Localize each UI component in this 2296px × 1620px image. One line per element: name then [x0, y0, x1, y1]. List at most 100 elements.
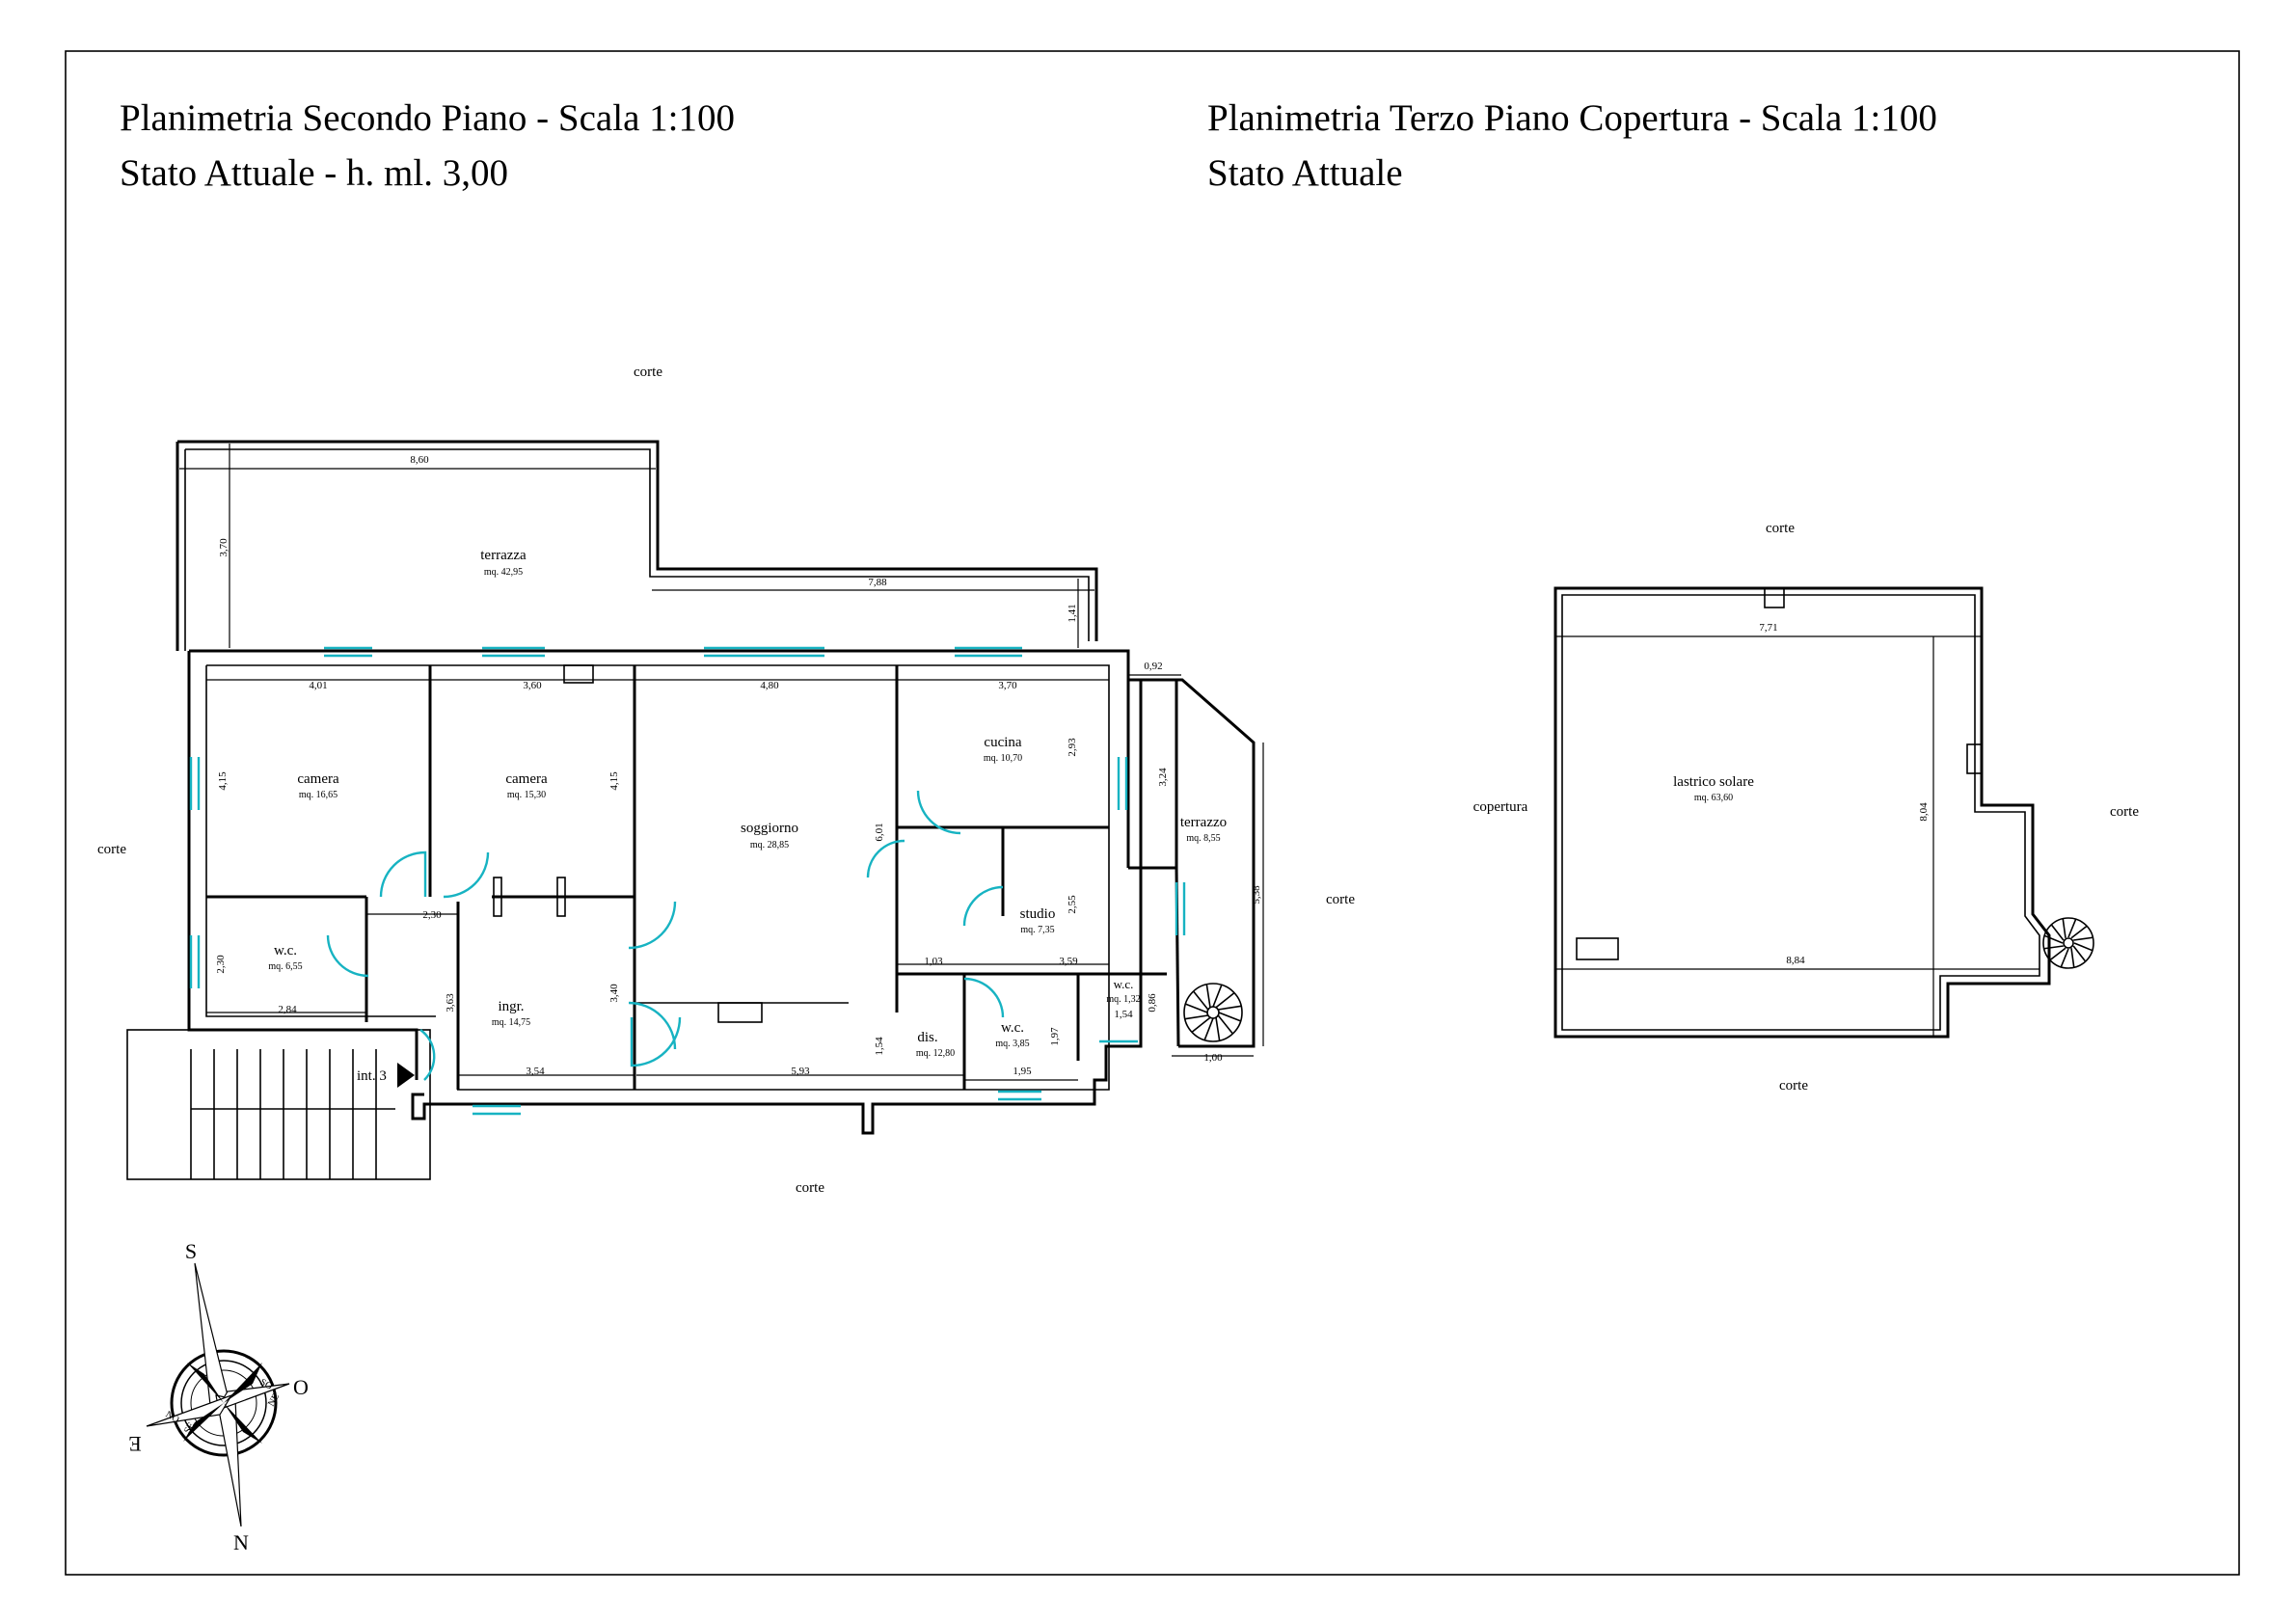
dim-363: 3,63: [445, 993, 456, 1012]
dim-804: 8,04: [1918, 802, 1930, 822]
dim-593: 5,93: [791, 1066, 810, 1077]
dim-255: 2,55: [1067, 895, 1078, 914]
dim-370: 3,70: [218, 538, 230, 557]
entrance-arrow-icon: [397, 1063, 415, 1088]
label-corte-bottom: corte: [796, 1180, 824, 1196]
room-wc2-area: mq. 3,85: [995, 1039, 1029, 1049]
roof-hatch: [1576, 937, 1619, 960]
dim-154b: 1,54: [1114, 1009, 1133, 1020]
room-terrazzo-name: terrazzo: [1180, 815, 1227, 830]
room-camera1-area: mq. 16,65: [299, 790, 338, 800]
sheet-frame: [65, 50, 2240, 1576]
dim-103: 1,03: [924, 956, 943, 967]
room-lastrico-name: lastrico solare: [1673, 774, 1754, 790]
spiral-step: [2070, 925, 2088, 939]
label-copertura: copertura: [1473, 799, 1528, 815]
dim-415b: 4,15: [608, 771, 620, 791]
dim-324: 3,24: [1157, 768, 1169, 787]
room-ingr-name: ingr.: [498, 999, 524, 1014]
spiral-step: [1217, 1014, 1234, 1035]
spiral-step: [1218, 1012, 1241, 1022]
dim-230b: 2,30: [422, 909, 442, 921]
room-camera2-name: camera: [505, 771, 548, 787]
compass-ne: NE: [266, 1391, 282, 1408]
subtitle-second-floor: Stato Attuale - h. ml. 3,00: [120, 152, 508, 194]
spiral-step: [2073, 942, 2093, 952]
dim-141: 1,41: [1067, 604, 1078, 622]
compass-o: O: [293, 1375, 309, 1399]
dim-197: 1,97: [1049, 1027, 1061, 1046]
spiral-step: [2060, 948, 2069, 968]
dim-293: 2,93: [1067, 738, 1078, 757]
room-studio-name: studio: [1020, 906, 1056, 922]
dim-771: 7,71: [1759, 622, 1777, 634]
dim-538: 5,38: [1251, 885, 1262, 904]
spiral-step: [2043, 945, 2064, 950]
title-second-floor: Planimetria Secondo Piano - Scala 1:100: [120, 97, 735, 139]
room-wc3-area: mq. 1,32: [1106, 994, 1140, 1005]
room-camera2-area: mq. 15,30: [507, 790, 546, 800]
third-floor-labels: corte corte corte copertura lastrico sol…: [1473, 521, 2140, 1094]
room-dis-name: dis.: [917, 1030, 937, 1045]
room-wc1-name: w.c.: [274, 943, 297, 958]
dim-401: 4,01: [309, 680, 327, 691]
dim-340: 3,40: [608, 984, 620, 1003]
dim-601: 6,01: [874, 823, 885, 841]
third-floor-plan: [1553, 586, 2094, 1039]
spiral-step: [2062, 918, 2066, 938]
spiral-step: [1185, 1003, 1208, 1013]
title-third-floor: Planimetria Terzo Piano Copertura - Scal…: [1207, 97, 1937, 139]
spiral-step: [1218, 1005, 1242, 1011]
dim-359: 3,59: [1059, 956, 1078, 967]
spiral-step: [2073, 936, 2093, 941]
spiral-step: [2043, 934, 2064, 944]
spiral-step: [1215, 1017, 1221, 1041]
room-ingr-area: mq. 14,75: [492, 1017, 530, 1028]
compass-n: N: [233, 1530, 249, 1554]
label-corte-top: corte: [634, 364, 662, 380]
dim-354: 3,54: [526, 1066, 545, 1077]
dim-884: 8,84: [1786, 955, 1805, 966]
dim-370b: 3,70: [998, 680, 1017, 691]
dim-092: 0,92: [1144, 661, 1162, 672]
room-cucina-name: cucina: [984, 735, 1021, 750]
spiral-step: [1192, 990, 1209, 1011]
label-int: int. 3: [357, 1068, 387, 1084]
dim-230a: 2,30: [215, 955, 227, 974]
room-cucina-area: mq. 10,70: [984, 753, 1022, 764]
spiral-step: [2049, 947, 2066, 961]
room-terrazza-area: mq. 42,95: [484, 567, 523, 578]
second-floor-labels: corte corte corte corte int. 3 terrazza …: [97, 364, 1355, 1196]
spiral-step: [1215, 991, 1235, 1009]
dim-086: 0,86: [1147, 993, 1158, 1012]
spiral-step: [1184, 1014, 1208, 1020]
dim-860: 8,60: [410, 454, 429, 466]
dim-415a: 4,15: [217, 771, 229, 791]
spiral-step: [2070, 948, 2075, 968]
label-corte-left: corte: [97, 842, 126, 857]
compass-se: SE: [182, 1420, 197, 1436]
dim-100: 1,00: [1203, 1052, 1223, 1064]
spiral-step: [1212, 985, 1223, 1008]
label-corte-r-top: corte: [1766, 521, 1795, 536]
spiral-step: [1205, 984, 1211, 1008]
dim-480: 4,80: [760, 680, 779, 691]
dim-154a: 1,54: [874, 1037, 885, 1056]
dim-195: 1,95: [1013, 1066, 1032, 1077]
label-corte-r-bottom: corte: [1779, 1078, 1808, 1094]
label-corte-right: corte: [1326, 892, 1355, 907]
room-wc2-name: w.c.: [1001, 1020, 1024, 1036]
spiral-step: [2050, 924, 2065, 941]
second-floor-plan: [126, 440, 1264, 1180]
room-dis-area: mq. 12,80: [916, 1048, 955, 1059]
room-wc1-area: mq. 6,55: [268, 961, 302, 972]
dim-284: 2,84: [278, 1004, 297, 1015]
room-lastrico-area: mq. 63,60: [1694, 793, 1733, 803]
room-terrazza-name: terrazza: [480, 548, 527, 563]
compass-rose-icon: S O N E SE SO NE NO: [128, 1239, 309, 1554]
compass-s: S: [185, 1239, 197, 1263]
room-wc3-name: w.c.: [1114, 977, 1134, 991]
spiral-step: [2072, 945, 2087, 962]
room-soggiorno-area: mq. 28,85: [750, 840, 789, 850]
